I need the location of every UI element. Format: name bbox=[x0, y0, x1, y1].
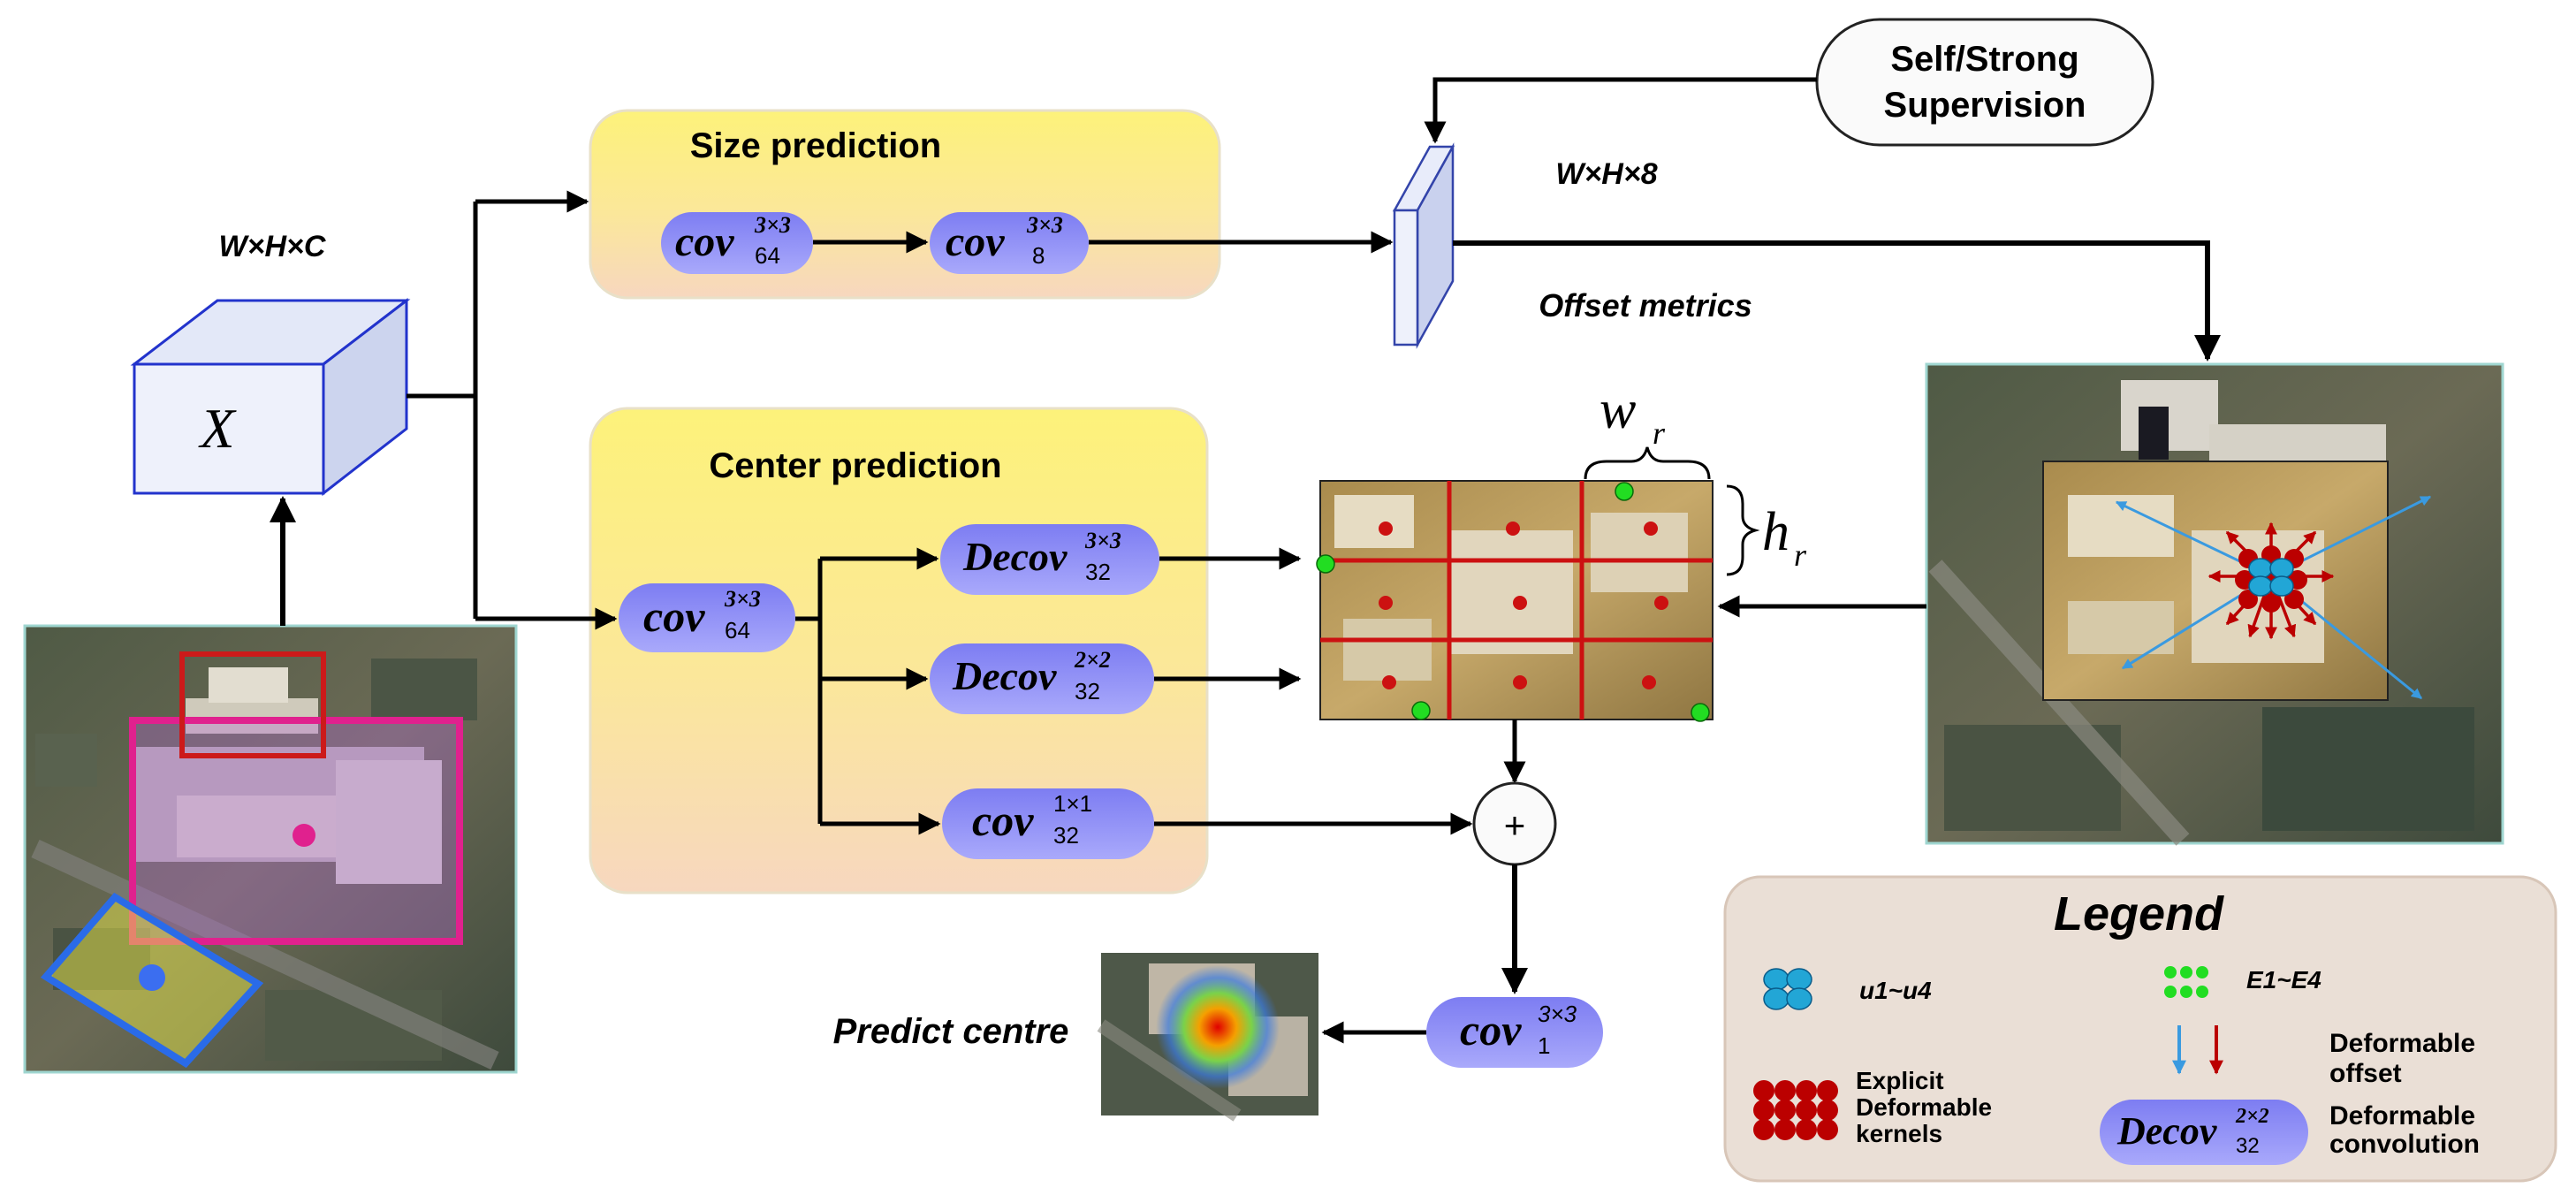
sample-points-cluster bbox=[2248, 558, 2294, 597]
sum-node: + bbox=[1472, 781, 1557, 866]
supervision-arrow bbox=[1424, 77, 1817, 144]
center-branch-3-name: cov bbox=[972, 796, 1034, 845]
cube-fork-connectors bbox=[407, 190, 618, 630]
center-branch-3-sup: 1×1 bbox=[1053, 790, 1092, 817]
center-branch-2-sup: 2×2 bbox=[1074, 647, 1111, 673]
input-aerial-image bbox=[23, 624, 518, 1074]
input-cube-label: X bbox=[197, 397, 237, 460]
size-op-2-name: cov bbox=[946, 218, 1005, 265]
grid-kernel-points bbox=[1379, 522, 1668, 689]
legend-kernels-line3: kernels bbox=[1856, 1120, 1942, 1147]
grid-patch bbox=[1316, 480, 1714, 722]
legend-offset-icon bbox=[2172, 1025, 2223, 1075]
legend-kernels-icon bbox=[1753, 1080, 1838, 1140]
legend-title: Legend bbox=[2054, 887, 2224, 940]
center-branch-2-name: Decov bbox=[952, 653, 1057, 698]
center-prediction-title: Center prediction bbox=[709, 446, 1001, 485]
legend-conv-line2: convolution bbox=[2329, 1130, 2480, 1159]
size-prediction-panel: Size prediction cov 3×3 64 cov 3×3 8 bbox=[589, 109, 1221, 300]
legend-conv-op-sup: 2×2 bbox=[2235, 1105, 2269, 1128]
w-brace bbox=[1584, 446, 1711, 480]
h-brace bbox=[1726, 484, 1760, 576]
h-label: h bbox=[1762, 502, 1790, 562]
offset-feature-slab bbox=[1392, 142, 1455, 349]
offset-aerial-image bbox=[1925, 362, 2504, 846]
supervision-line1: Self/Strong bbox=[1890, 40, 2078, 79]
size-op-2: cov 3×3 8 bbox=[930, 212, 1089, 274]
size-op-1-sup: 3×3 bbox=[754, 212, 791, 238]
legend-offset-line1: Deformable bbox=[2329, 1029, 2475, 1058]
legend-conv-op: Decov 2×2 32 bbox=[2100, 1100, 2308, 1165]
final-op-sub: 1 bbox=[1538, 1032, 1550, 1059]
legend-e-icon bbox=[2164, 966, 2208, 998]
center-branch-3: cov 1×1 32 bbox=[942, 788, 1154, 859]
w-label: w bbox=[1600, 380, 1636, 440]
center-branch-2-sub: 32 bbox=[1075, 678, 1100, 704]
supervision-bubble: Self/Strong Supervision bbox=[1815, 18, 2154, 147]
offset-metrics-label: Offset metrics bbox=[1539, 287, 1752, 324]
size-op-2-sub: 8 bbox=[1032, 242, 1045, 269]
center-branch-1-sup: 3×3 bbox=[1084, 528, 1121, 553]
h-sub: r bbox=[1794, 537, 1807, 573]
final-op-name: cov bbox=[1460, 1005, 1522, 1055]
legend-conv-op-name: Decov bbox=[2116, 1109, 2217, 1153]
size-op-1-name: cov bbox=[675, 218, 734, 265]
input-dims-label: W×H×C bbox=[219, 230, 326, 263]
legend-u-label: u1~u4 bbox=[1859, 977, 1932, 1004]
legend-u-icon bbox=[1763, 968, 1812, 1010]
center-branch-1-name: Decov bbox=[962, 534, 1068, 579]
legend-box: Legend u1~u4 E1~E4 Deformable offset Exp… bbox=[1723, 875, 2557, 1183]
grid-lines bbox=[1320, 481, 1713, 720]
center-entry-op-sup: 3×3 bbox=[724, 586, 761, 612]
sum-symbol: + bbox=[1504, 804, 1526, 846]
final-op-sup: 3×3 bbox=[1538, 1001, 1577, 1027]
legend-conv-line1: Deformable bbox=[2329, 1101, 2475, 1131]
supervision-line2: Supervision bbox=[1884, 86, 2086, 125]
center-entry-op-sub: 64 bbox=[725, 617, 750, 643]
legend-kernels-line2: Deformable bbox=[1856, 1093, 1992, 1121]
legend-offset-line2: offset bbox=[2329, 1059, 2402, 1088]
center-branch-1: Decov 3×3 32 bbox=[940, 524, 1159, 595]
legend-e-label: E1~E4 bbox=[2246, 966, 2321, 994]
w-sub: r bbox=[1653, 415, 1666, 451]
size-prediction-title: Size prediction bbox=[690, 126, 942, 165]
legend-conv-op-sub: 32 bbox=[2236, 1134, 2260, 1158]
grid-edge-points bbox=[1316, 482, 1710, 722]
final-op: cov 3×3 1 bbox=[1426, 997, 1603, 1068]
center-branch-1-sub: 32 bbox=[1085, 559, 1111, 585]
heatmap-image bbox=[1097, 953, 1318, 1122]
center-branch-3-sub: 32 bbox=[1053, 822, 1079, 849]
center-entry-op-name: cov bbox=[643, 591, 705, 641]
offset-to-image-arrow bbox=[1453, 240, 2221, 362]
offset-dims-label: W×H×8 bbox=[1555, 157, 1657, 191]
size-op-1: cov 3×3 64 bbox=[661, 212, 813, 274]
center-branch-connectors bbox=[795, 547, 941, 835]
predict-centre-label: Predict centre bbox=[833, 1012, 1069, 1051]
size-op-1-sub: 64 bbox=[755, 242, 780, 269]
center-branch-2: Decov 2×2 32 bbox=[930, 643, 1154, 714]
size-op-2-sup: 3×3 bbox=[1026, 212, 1063, 238]
legend-kernels-line1: Explicit bbox=[1856, 1067, 1944, 1094]
input-cube: X bbox=[130, 297, 411, 497]
center-prediction-panel: Center prediction cov 3×3 64 Decov 3×3 3… bbox=[589, 407, 1209, 895]
center-entry-op: cov 3×3 64 bbox=[619, 583, 795, 652]
